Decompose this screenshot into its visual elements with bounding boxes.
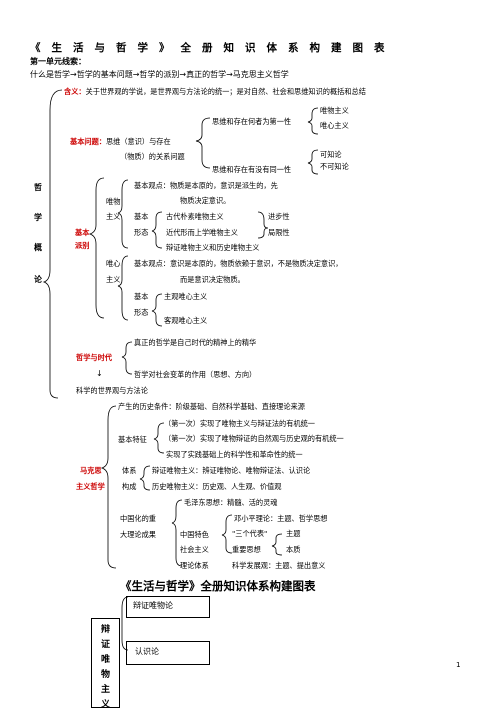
cs-label-2: 社会主义: [180, 545, 209, 554]
system-label-2: 构成: [122, 482, 137, 491]
ideal-form-label-1: 基本: [134, 292, 149, 301]
idealism-basic-view: 基本观点：意识是本原的，物质依赖于意识，不是物质决定意识，: [134, 259, 343, 268]
materialism-label: 唯物主义: [320, 106, 349, 115]
theme-label: 主题: [286, 529, 301, 538]
materialism-basic-view: 基本观点：物质是本原的，意识是派生的，先: [134, 181, 278, 190]
page-title: 《生活与哲学》全册知识体系构建图表: [30, 42, 396, 54]
system-dialectical: 辩证唯物主义：辨证唯物论、唯物辩证法、认识论: [152, 466, 311, 475]
basic-features-label: 基本特征: [118, 435, 147, 444]
feature-3: 实现了实践基础上的科学性和革命性的统一: [166, 450, 303, 459]
knowable-label: 可知论: [320, 150, 342, 159]
overview-char-2: 学: [34, 213, 42, 222]
idealism-short-2: 主义: [106, 275, 121, 284]
materialism-short-2: 主义: [106, 212, 121, 221]
materialism-short-1: 唯物: [106, 197, 121, 206]
dialectical-materialism-box: 辩 证 唯 物 主 义: [91, 618, 120, 710]
overview-char-1: 哲: [34, 183, 42, 192]
idealism-basic-view-cont: 而是意识决定物质。: [180, 275, 245, 284]
system-label-1: 体系: [122, 466, 137, 475]
basic-question-text-1: 思维（意识）与存在: [105, 137, 171, 146]
philosophy-social-role: 哲学对社会变革的作用（思想、方向）: [134, 370, 257, 379]
scientific-worldview: 科学的世界观与方法论: [76, 386, 148, 395]
scientific-development: 科学发展观：主题、提出意义: [232, 561, 326, 570]
mat-form-label-2: 形态: [134, 228, 149, 237]
dialectical-theory-label: 辩证唯物论: [133, 601, 173, 610]
deng-theory: 邓小平理论：主题、哲学思想: [234, 514, 328, 523]
cs-label-3: 理论体系: [180, 561, 209, 570]
sinicized-label-2: 大理论成果: [120, 530, 156, 539]
question-identity: 思维和存在有没有同一性: [212, 165, 292, 174]
ideal-form-label-2: 形态: [134, 308, 149, 317]
dm-char-5: 主: [100, 685, 110, 695]
basic-question-label: 基本问题：: [70, 137, 106, 146]
true-philosophy: 真正的哲学是自己时代的精神上的精华: [134, 338, 257, 347]
unit-clue: 什么是哲学→哲学的基本问题→哲学的派别→真正的哲学→马克思主义哲学: [30, 70, 289, 79]
dm-char-6: 义: [100, 700, 110, 710]
progressive-label: 进步性: [268, 212, 290, 221]
arrow-down: ↓: [96, 369, 103, 378]
definition-prefix: 含义：: [64, 87, 86, 96]
important-thought: 重要思想: [232, 545, 261, 554]
three-represents: "三个代表": [232, 529, 268, 538]
page-number: 1: [456, 660, 461, 669]
dm-char-4: 物: [100, 670, 110, 680]
unit-heading: 第一单元线索：: [30, 57, 86, 66]
historical-condition: 产生的历史条件：阶级基础、自然科学基础、直接理论来源: [118, 402, 305, 411]
sinicized-label-1: 中国化的重: [120, 514, 156, 523]
basic-factions-2: 派别: [75, 241, 90, 250]
essence-label: 本质: [286, 545, 301, 554]
basic-factions-1: 基本: [75, 228, 90, 237]
feature-2: （第一次）实现了唯物辩证的自然观与历史观的有机统一: [164, 434, 344, 443]
unknowable-label: 不可知论: [320, 162, 349, 171]
marxism-label-1: 马克思: [80, 466, 102, 475]
dialectical-theory-box: 辩证唯物论: [126, 596, 210, 618]
objective-idealism: 客观唯心主义: [164, 316, 208, 325]
metaphysical-materialism: 近代形而上学唯物主义: [166, 228, 238, 237]
dialectical-historical-materialism: 辩证唯物主义和历史唯物主义: [166, 243, 260, 252]
dm-char-3: 唯: [100, 655, 110, 665]
idealism-label: 唯心主义: [320, 121, 349, 130]
second-title: 《生活与哲学》全册知识体系构建图表: [120, 579, 316, 593]
overview-char-3: 概: [34, 243, 42, 252]
philosophy-and-era: 哲学与时代: [76, 353, 112, 362]
epistemology-label: 认识论: [135, 647, 159, 656]
overview-char-4: 论: [34, 275, 42, 284]
basic-question: 基本问题：思维（意识）与存在: [70, 137, 171, 146]
mao-thought: 毛泽东思想：精髓、活的灵魂: [184, 498, 278, 507]
cs-label-1: 中国特色: [180, 530, 209, 539]
materialism-basic-view-cont: 物质决定意识。: [180, 196, 231, 205]
epistemology-box: 认识论: [126, 641, 210, 665]
dialectical-materialism-vertical: 辩 证 唯 物 主 义: [100, 623, 112, 713]
feature-1: （第一次）实现了唯物主义与辩证法的有机统一: [164, 419, 315, 428]
dm-char-1: 辩: [100, 625, 110, 635]
subjective-idealism: 主观唯心主义: [164, 292, 208, 301]
marxism-label-2: 主义哲学: [76, 482, 105, 491]
ancient-materialism: 古代朴素唯物主义: [166, 212, 224, 221]
basic-question-text-2: （物质）的关系问题: [120, 152, 185, 161]
question-first-nature: 思维和存在何者为第一性: [212, 117, 292, 126]
definition-text: 关于世界观的学说，是世界观与方法论的统一；是对自然、社会和思维知识的概括和总结: [85, 87, 366, 96]
system-historical: 历史唯物主义：历史观、人生观、价值观: [152, 482, 282, 491]
definition: 含义：关于世界观的学说，是世界观与方法论的统一；是对自然、社会和思维知识的概括和…: [64, 87, 366, 96]
dm-char-2: 证: [100, 640, 110, 650]
limitation-label: 局限性: [268, 228, 290, 237]
idealism-short-1: 唯心: [106, 259, 121, 268]
mat-form-label-1: 基本: [134, 212, 149, 221]
